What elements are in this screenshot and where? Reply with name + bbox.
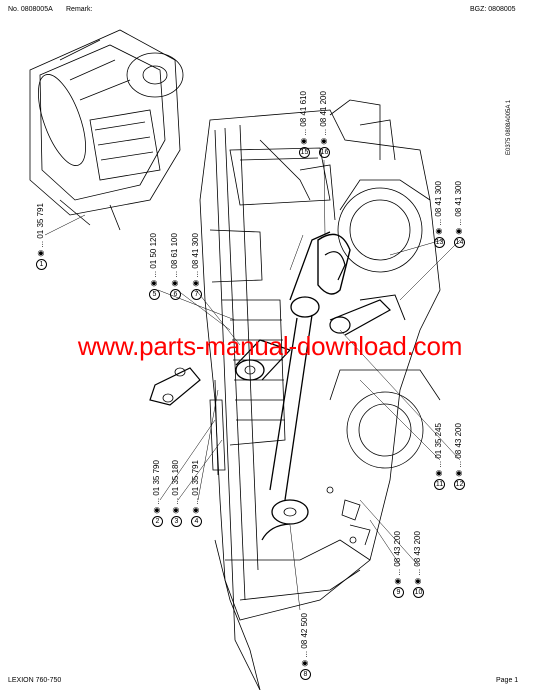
callout-3: 3 ◉ ... 01 35 180 [171, 460, 182, 527]
watermark: www.parts-manual-download.com [77, 331, 463, 361]
remark-label: Remark: [66, 6, 93, 13]
callout-14: 14 ◉ ... 08 41 300 [454, 181, 465, 248]
model-name: LEXION 760-750 [8, 677, 62, 684]
callout-4: 4 ◉ ... 01 35 791 [191, 460, 202, 527]
callout-13: 13 ◉ ... 08 41 300 [434, 181, 445, 248]
document-number: No. 0808005A [8, 6, 53, 13]
callout-7: 7 ◉ ... 08 41 300 [191, 233, 202, 300]
callout-12: 12 ◉ ... 08 43 200 [454, 423, 465, 490]
callout-2: 2 ◉ ... 01 35 790 [152, 460, 163, 527]
callout-15: 15 ◉ ... 08 41 610 [299, 91, 310, 158]
callout-5: 5 ◉ ... 01 50 120 [149, 233, 160, 300]
callout-1: 1 ◉ ... 01 35 791 [36, 203, 47, 270]
callout-10: 10 ◉ ... 08 43 200 [413, 531, 424, 598]
drawing-reference: E0375 0808A005A 1 [506, 99, 512, 155]
page-number: Page 1 [496, 677, 519, 684]
callout-11: 11 ◉ ... 01 35 245 [434, 423, 445, 490]
callout-6: 6 ◉ ... 08 61 100 [170, 233, 181, 300]
callout-16: 16 ◉ ... 08 41 200 [319, 91, 330, 158]
bgz-number: BGZ: 0808005 [470, 6, 516, 13]
callout-8: 8 ◉ ... 08 42 500 [300, 613, 311, 680]
callout-9: 9 ◉ ... 08 43 200 [393, 531, 404, 598]
